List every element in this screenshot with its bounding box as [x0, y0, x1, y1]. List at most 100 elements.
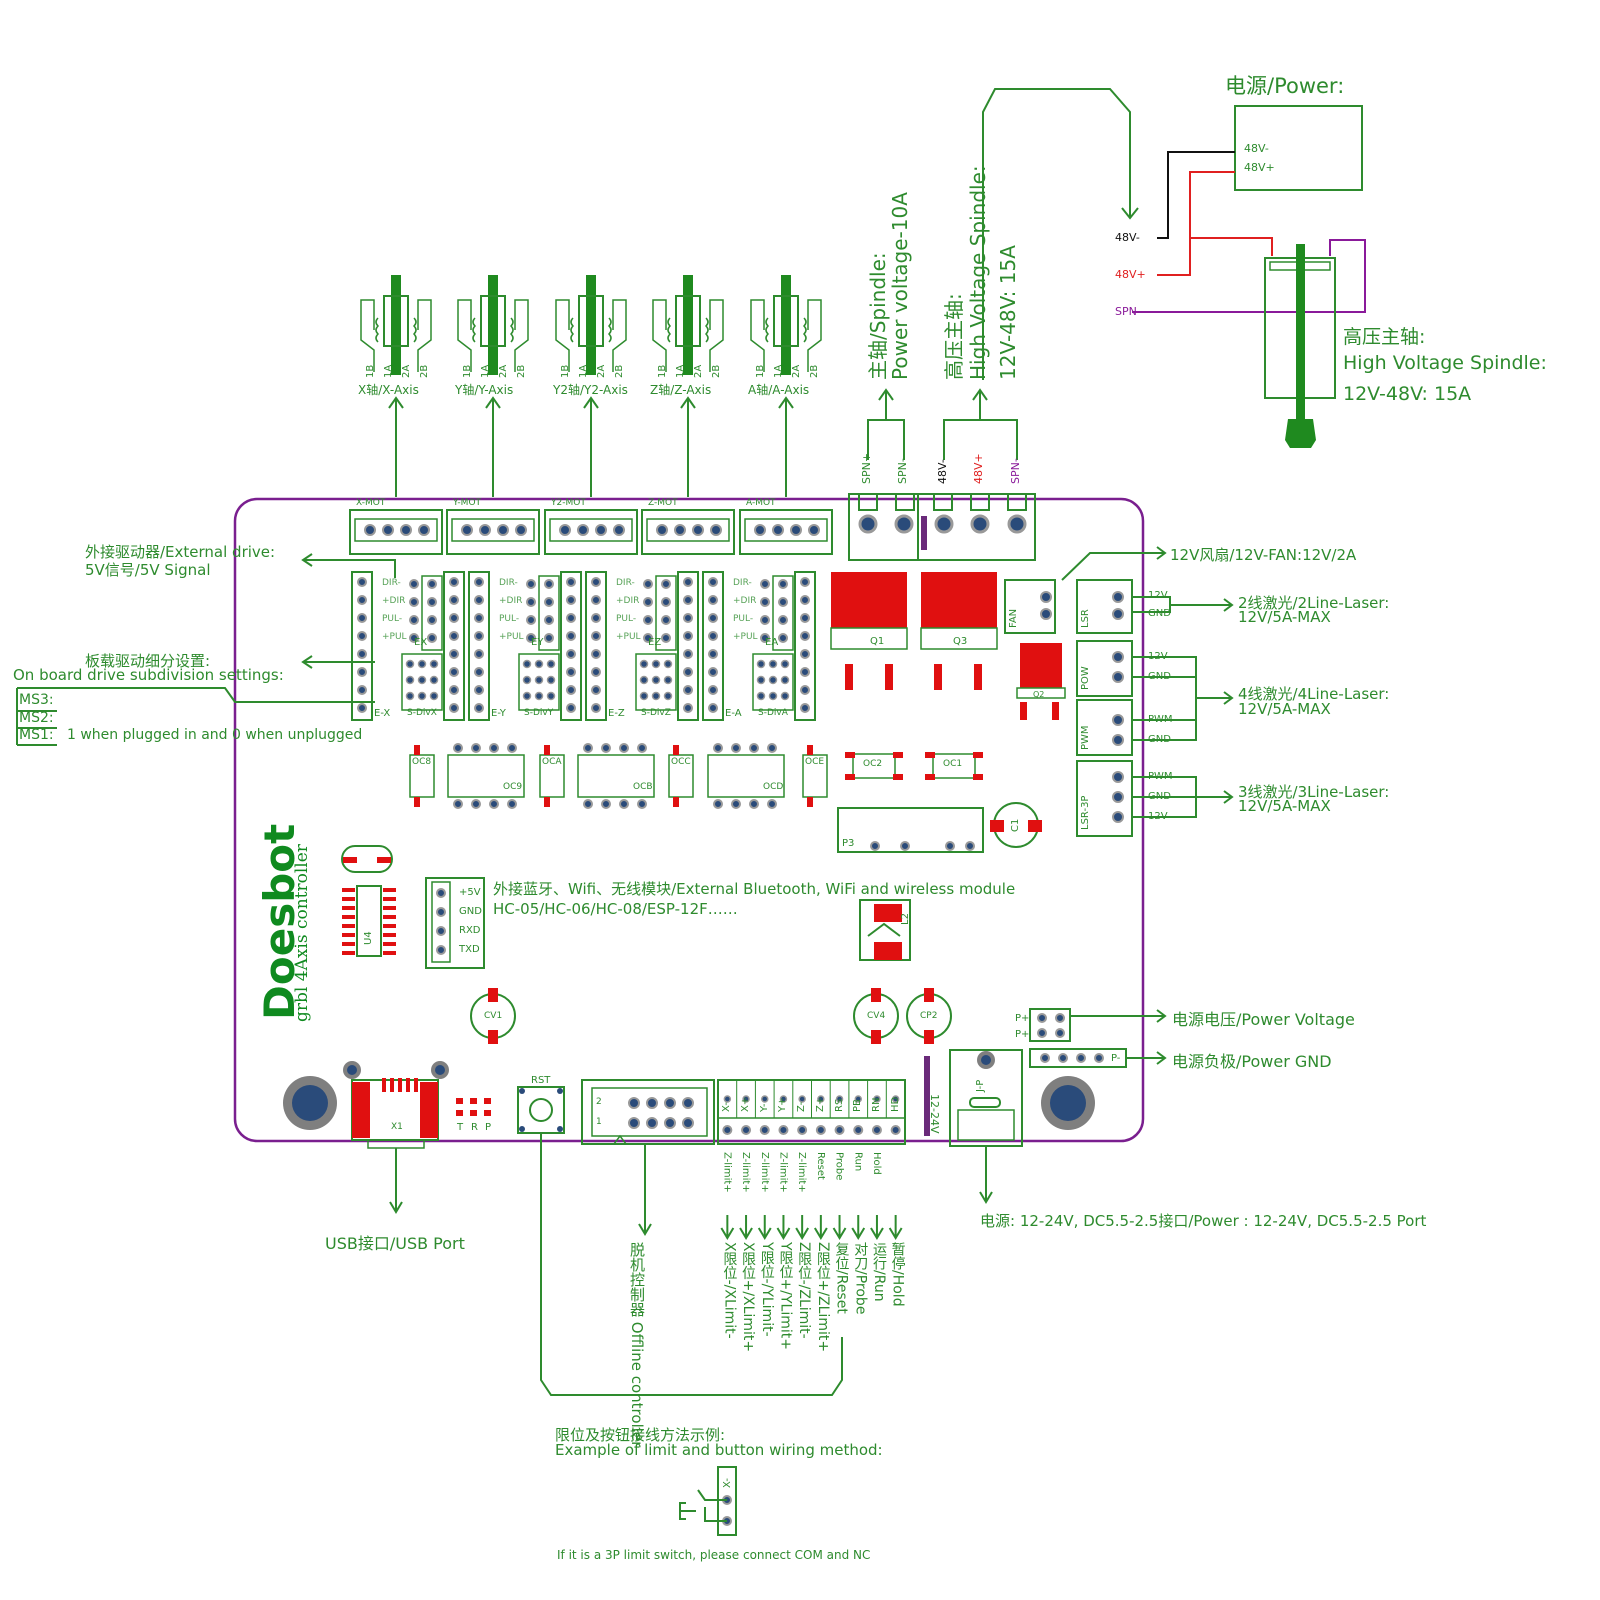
- driver-3-pin-1: +DIR: [733, 596, 757, 606]
- cv4-label: CV4: [867, 1011, 886, 1021]
- stepper-motor-2: [555, 275, 627, 497]
- driver-0-pin-2: PUL-: [382, 614, 403, 624]
- driver-3-pin-3: +PUL: [733, 632, 758, 642]
- driver-1: [468, 571, 582, 721]
- dc-jack-label: 电源: 12-24V, DC5.5-2.5接口/Power : 12-24V, …: [980, 1212, 1427, 1230]
- example-wiring: [679, 1466, 737, 1536]
- motor-header-label-4: A-MOT: [746, 498, 776, 508]
- opto-label-3: OCB: [633, 782, 653, 792]
- driver-ex-0: EX: [414, 637, 428, 648]
- motor-2-pin-1: 1A: [578, 364, 589, 378]
- wireless-line1: 外接蓝牙、Wifi、无线模块/External Bluetooth, WiFi …: [493, 880, 1016, 898]
- power-pin-pos: 48V+: [1244, 161, 1275, 174]
- u4-pins: [342, 888, 396, 955]
- motor-1-pin-0: 1B: [462, 364, 473, 378]
- usb-pins: [382, 1078, 418, 1092]
- motor-1-pin-1: 1A: [480, 364, 491, 378]
- laser4-pin-1: 12V: [1148, 651, 1168, 662]
- stepper-motor-1: [457, 275, 529, 497]
- motor-1-pin-3: 2B: [516, 364, 527, 378]
- pow-header: POW: [1080, 666, 1091, 690]
- motor-header-label-2: Y2-MOT: [551, 498, 586, 508]
- driver-modules: [351, 571, 816, 721]
- driver-ext-1: E-Y: [491, 708, 506, 719]
- led-t: T: [457, 1122, 464, 1133]
- opto-label-0: OC8: [412, 757, 432, 767]
- limit-desc-7: 对刀/Probe: [852, 1242, 869, 1315]
- p3-connector: [837, 802, 1042, 853]
- motor-1-pin-2: 2A: [498, 364, 509, 378]
- opto-label-6: OCE: [805, 757, 825, 767]
- power-pin-pads: [1037, 1013, 1104, 1063]
- driver-ext-3: E-A: [725, 708, 742, 719]
- limit-under-5: Reset: [814, 1152, 826, 1180]
- driver-2-pin-3: +PUL: [616, 632, 641, 642]
- laser3-label1: 3线激光/3Line-Laser:: [1238, 783, 1390, 801]
- led-p: P: [485, 1122, 492, 1133]
- laser4-pin-3: PWM: [1148, 714, 1173, 725]
- motor-2-pin-0: 1B: [560, 364, 571, 378]
- led-r: R: [471, 1122, 478, 1133]
- opto-8: [925, 752, 983, 780]
- wireless-pin-rxd: RXD: [459, 925, 481, 936]
- p3-label: P3: [842, 838, 855, 849]
- limit-under-6: Probe: [833, 1152, 845, 1181]
- motor-header-label-3: Z-MOT: [648, 498, 678, 508]
- limit-desc-0: X限位-/XLimit-: [721, 1242, 738, 1339]
- driver-3-pin-0: DIR-: [733, 578, 752, 588]
- driver-2: [585, 571, 699, 721]
- stepper-motor-4: [750, 275, 822, 497]
- l2-inductor: [859, 899, 911, 961]
- subdivision-line2: On board drive subdivision settings:: [13, 666, 284, 684]
- optocouplers: [409, 743, 983, 809]
- limit-desc-1: X限位+/XLimit+: [740, 1242, 757, 1353]
- driver-sdiv-1: S-DivY: [524, 708, 554, 718]
- limit-under-7: Run: [852, 1152, 864, 1172]
- limit-header-3: Y+: [777, 1097, 789, 1113]
- q3-label: Q3: [953, 636, 968, 647]
- reset-button[interactable]: [518, 1087, 564, 1133]
- opto-label-1: OC9: [503, 782, 523, 792]
- wireless-header: [425, 877, 485, 969]
- laser4-pin-4: GND: [1148, 734, 1171, 745]
- rst-label: RST: [531, 1075, 551, 1086]
- power-pin-neg: 48V-: [1244, 142, 1269, 155]
- laser4-pin-2: GND: [1148, 671, 1171, 682]
- motor-4-pin-2: 2A: [791, 364, 802, 378]
- c1-label: C1: [1010, 818, 1021, 832]
- limit-under-4: Z-limit+: [796, 1152, 808, 1193]
- driver-ext-0: E-X: [374, 708, 391, 719]
- u4-label: U4: [363, 931, 374, 945]
- driver-ex-3: EA: [765, 637, 779, 648]
- laser2-label1: 2线激光/2Line-Laser:: [1238, 594, 1390, 612]
- stepper-motor-0: [360, 275, 432, 497]
- laser2-pin-gnd: GND: [1148, 608, 1171, 619]
- wireless-pin-txd: TXD: [459, 944, 480, 955]
- motor-0-pin-1: 1A: [383, 364, 394, 378]
- limit-header-4: Z-: [796, 1101, 808, 1112]
- capacitors: [470, 988, 952, 1044]
- opto-2: [539, 745, 565, 807]
- motor-3-pin-1: 1A: [675, 364, 686, 378]
- brand-subtitle: grbl 4Axis controller: [292, 844, 312, 1022]
- ms2-label: MS2:: [19, 710, 54, 726]
- hv-wire-pos: 48V+: [1115, 268, 1146, 281]
- hv-wire-neg: 48V-: [1115, 231, 1140, 244]
- lsr3p-header: LSR-3P: [1080, 795, 1091, 830]
- hv-spindle-motor: [1264, 244, 1336, 448]
- laser3-pin-3: 12V: [1148, 811, 1168, 822]
- offline-lines: [540, 1133, 843, 1396]
- limit-under-0: Z-limit+: [721, 1152, 733, 1193]
- limit-under-8: Hold: [870, 1152, 882, 1175]
- motor-4-pin-0: 1B: [755, 364, 766, 378]
- power-pins: [1029, 1008, 1167, 1068]
- board-outline: [233, 497, 1145, 1143]
- driver-0: [351, 571, 465, 721]
- wireless-line2: HC-05/HC-06/HC-08/ESP-12F……: [493, 900, 738, 918]
- example-line2: Example of limit and button wiring metho…: [555, 1441, 883, 1459]
- spindle-term-2: SPN-: [896, 458, 909, 484]
- laser3-label2: 12V/5A-MAX: [1238, 797, 1331, 815]
- limit-desc-4: Z限位-/ZLimit-: [796, 1242, 813, 1339]
- motor-label-1: Y轴/Y-Axis: [455, 383, 514, 397]
- driver-1-pin-1: +DIR: [499, 596, 523, 606]
